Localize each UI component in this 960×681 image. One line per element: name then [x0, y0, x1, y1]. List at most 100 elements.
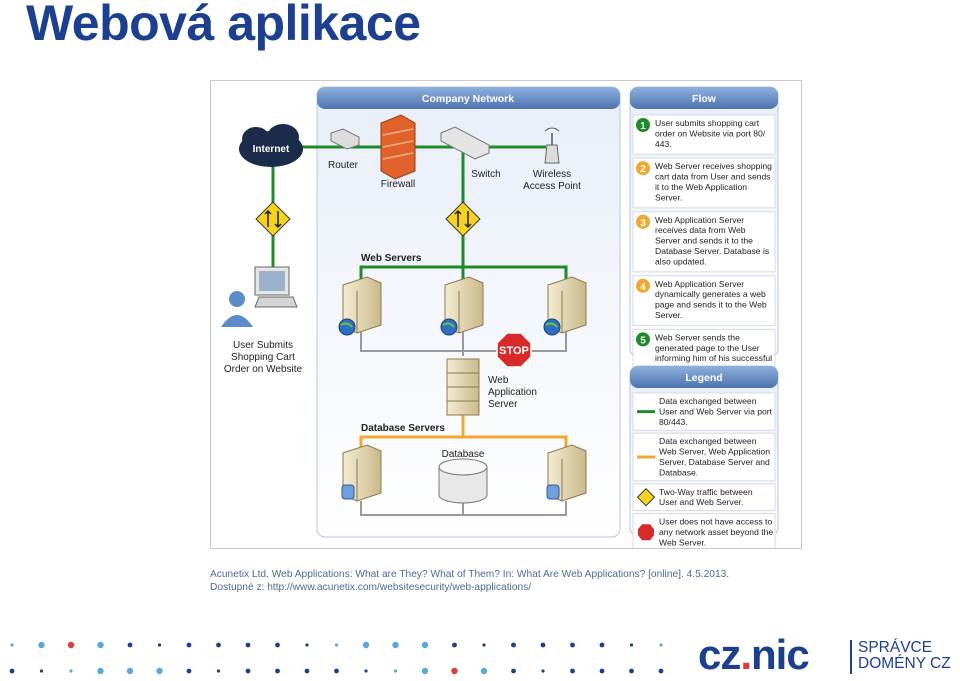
user-computer-icon: User Submits Shopping Cart Order on Webs…: [221, 266, 303, 375]
decorative-dot: [570, 642, 575, 648]
legend-title: Legend: [685, 372, 722, 384]
flow-step-text: Web Server sends the: [655, 332, 740, 342]
page-title: Webová aplikace: [26, 0, 421, 51]
server-icon: [440, 276, 484, 336]
svg-text:STOP: STOP: [499, 345, 529, 357]
decorative-dot: [245, 668, 251, 674]
database-servers-group: [341, 444, 587, 502]
decorative-dot-pattern: [9, 641, 664, 675]
decorative-dot: [127, 642, 133, 648]
legend-item-text: User does not have access to: [659, 517, 772, 527]
decorative-dot: [39, 669, 44, 673]
flow-step-text: Database Server. Database is: [655, 246, 769, 256]
decorative-dot: [67, 641, 75, 649]
decorative-dot: [482, 643, 486, 647]
flow-step-text: Web Server receives shopping: [655, 161, 772, 171]
decorative-dot: [364, 669, 368, 673]
flow-step-text: Server.: [655, 310, 682, 320]
citation-line-1: Acunetix Ltd. Web Applications: What are…: [210, 569, 730, 580]
decorative-dot: [38, 641, 45, 649]
two-way-traffic-icon: [255, 201, 291, 237]
decorative-dot: [392, 641, 399, 649]
legend-item-text: User and Web Server.: [659, 497, 743, 507]
decorative-dot: [9, 668, 15, 674]
decorative-dot: [541, 669, 545, 673]
company-network-title: Company Network: [422, 93, 514, 105]
decorative-dot: [659, 643, 663, 647]
decorative-dot: [599, 668, 605, 674]
server-icon: [543, 276, 587, 336]
router-label: Router: [328, 160, 359, 171]
svg-text:5: 5: [640, 335, 646, 346]
orange-link-dbservers: [359, 435, 568, 451]
server-icon: [546, 444, 587, 502]
svg-text:Access Point: Access Point: [523, 181, 581, 192]
web-servers-label: Web Servers: [361, 253, 422, 264]
decorative-dot: [69, 669, 73, 673]
svg-text:2: 2: [640, 164, 646, 175]
flow-step-text: page and sends it to the Web: [655, 300, 767, 310]
citation: Acunetix Ltd. Web Applications: What are…: [210, 569, 729, 594]
decorative-dot: [451, 667, 458, 675]
citation-line-2: Dostupné z: http://www.acunetix.com/webs…: [210, 581, 532, 593]
legend-item-text: Two-Way traffic between: [659, 487, 753, 497]
legend-item-text: Web Server, Web Application: [659, 447, 770, 457]
disk-icon: [341, 484, 355, 500]
decorative-dot: [452, 642, 457, 648]
flow-step-text: it to the Web Application: [655, 182, 747, 192]
stop-sign-icon: [638, 524, 654, 541]
decorative-dot: [97, 667, 104, 675]
decorative-dot: [599, 642, 605, 648]
legend-item-text: Data exchanged between: [659, 436, 757, 446]
legend-item-text: any network asset beyond the: [659, 527, 773, 537]
two-way-traffic-icon: [636, 488, 656, 507]
internet-cloud-icon: Internet: [239, 124, 303, 167]
wireless-access-point-icon: Wireless Access Point: [523, 127, 581, 192]
svg-text:3: 3: [640, 218, 646, 229]
decorative-dot: [570, 668, 575, 674]
step-number-badge: [636, 161, 650, 176]
router-icon: Router: [328, 128, 360, 171]
server-icon: [341, 444, 382, 502]
database-servers-label: Database Servers: [361, 423, 445, 434]
step-number-badge: [636, 332, 650, 347]
decorative-dot: [305, 643, 309, 647]
flow-step-text: receives data from Web: [655, 225, 746, 235]
decorative-dot: [275, 642, 280, 648]
flow-step-text: Web Application Server: [655, 215, 744, 225]
flow-step-text: also updated.: [655, 256, 707, 266]
disk-icon: [546, 484, 560, 500]
decorative-dot: [157, 643, 162, 647]
decorative-dot: [421, 667, 429, 675]
svg-text:Order on Website: Order on Website: [224, 364, 303, 375]
decorative-dot: [186, 642, 192, 648]
server-icon: [338, 276, 382, 336]
decorative-dot: [216, 642, 221, 648]
decorative-dot: [216, 669, 221, 673]
svg-text:1: 1: [640, 121, 646, 132]
stop-sign-icon: STOP: [496, 332, 532, 368]
web-servers-group: [338, 276, 587, 336]
legend-item-text: Data exchanged between: [659, 396, 757, 406]
globe-icon: [543, 318, 561, 336]
decorative-dot: [658, 668, 664, 674]
legend-item-text: 80/443.: [659, 417, 688, 427]
svg-text:Wireless: Wireless: [533, 169, 571, 180]
globe-icon: [338, 318, 356, 336]
decorative-dot: [629, 668, 634, 674]
flow-step-text: dynamically generates a web: [655, 289, 766, 299]
logo-divider: [850, 640, 852, 674]
step-number-badge: [636, 278, 650, 293]
decorative-dot: [186, 668, 192, 674]
database-icon: Database: [438, 449, 488, 504]
flow-step-text: generated page to the User: [655, 343, 760, 353]
svg-text:User Submits: User Submits: [233, 340, 293, 351]
legend-item-text: Database.: [659, 467, 698, 477]
